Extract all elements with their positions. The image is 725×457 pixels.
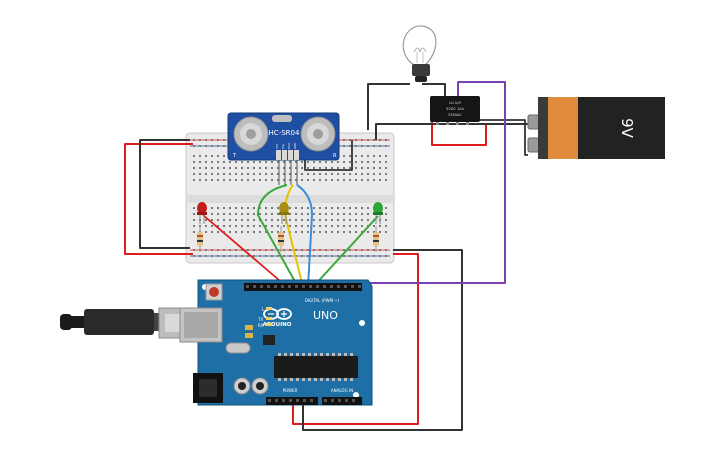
resistor-2 (278, 226, 284, 252)
arduino-led-tx: TX (257, 317, 263, 322)
led-yellow (279, 202, 289, 224)
resistors (197, 226, 379, 252)
arduino-logo-text: ARDUINO (263, 322, 292, 328)
sensor-pin-echo: Echo (287, 142, 291, 149)
resistor-3 (373, 226, 379, 252)
wire-black-bulb-relay (422, 83, 446, 98)
wire-black-left-rail (139, 139, 190, 249)
battery-9v: 9V (527, 97, 665, 159)
sensor-pins (276, 150, 299, 160)
usb-cable (60, 307, 190, 339)
microcontroller-pins (278, 353, 353, 381)
relay-line-3: 250VAC (448, 113, 462, 117)
wire-black-relay-battery (375, 123, 528, 140)
ultrasonic-sensor: HC-SR04 T R VCC Trig Echo GND (227, 112, 340, 161)
led-red (197, 202, 207, 224)
arduino-uno: DIGITAL (PWM ~) ARDUINO UNO L TX RX POWE… (179, 279, 373, 406)
arduino-model: UNO (313, 309, 338, 322)
arduino-analog-label: ANALOG IN (331, 388, 353, 393)
wire-black-gnd (302, 249, 463, 431)
sensor-side-right: R (333, 153, 337, 159)
light-bulb (402, 25, 437, 82)
digital-header-pins (246, 285, 361, 288)
wire-red-5v (292, 253, 419, 425)
wire-green-trig (257, 184, 299, 288)
wire-blue-echo (296, 184, 313, 288)
wire-red-left-rail (124, 143, 193, 255)
relay-line-1: LU-5-R (449, 101, 461, 105)
sensor-transducer-right (300, 116, 336, 152)
sensor-pin-gnd: GND (293, 143, 297, 149)
wire-black-sensor-gnd (304, 140, 353, 171)
resistor-1 (197, 226, 203, 252)
arduino-power-label: POWER (283, 388, 298, 393)
arduino-led-l: L (262, 307, 265, 312)
sensor-label: HC-SR04 (269, 129, 300, 137)
sensor-pin-trig: Trig (281, 144, 285, 149)
power-analog-header-pins (268, 399, 355, 402)
sensor-transducer-left (233, 116, 269, 152)
wire-black-battery (478, 119, 528, 156)
wire-black-bulb (367, 83, 410, 130)
arduino-led-rx: RX (258, 323, 264, 328)
sensor-side-left: T (232, 153, 237, 159)
wire-green-led (312, 215, 379, 288)
wire-sensor-pins (278, 160, 298, 185)
wires (124, 81, 528, 431)
relay: LU-5-R 5VDC 10A 250VAC (430, 96, 480, 125)
led-green (373, 202, 383, 224)
sensor-pin-vcc: VCC (275, 143, 279, 149)
wire-red-led (202, 214, 287, 287)
arduino-digital-label: DIGITAL (PWM ~) (305, 298, 340, 303)
battery-label: 9V (618, 118, 636, 139)
relay-line-2: 5VDC 10A (446, 107, 464, 111)
